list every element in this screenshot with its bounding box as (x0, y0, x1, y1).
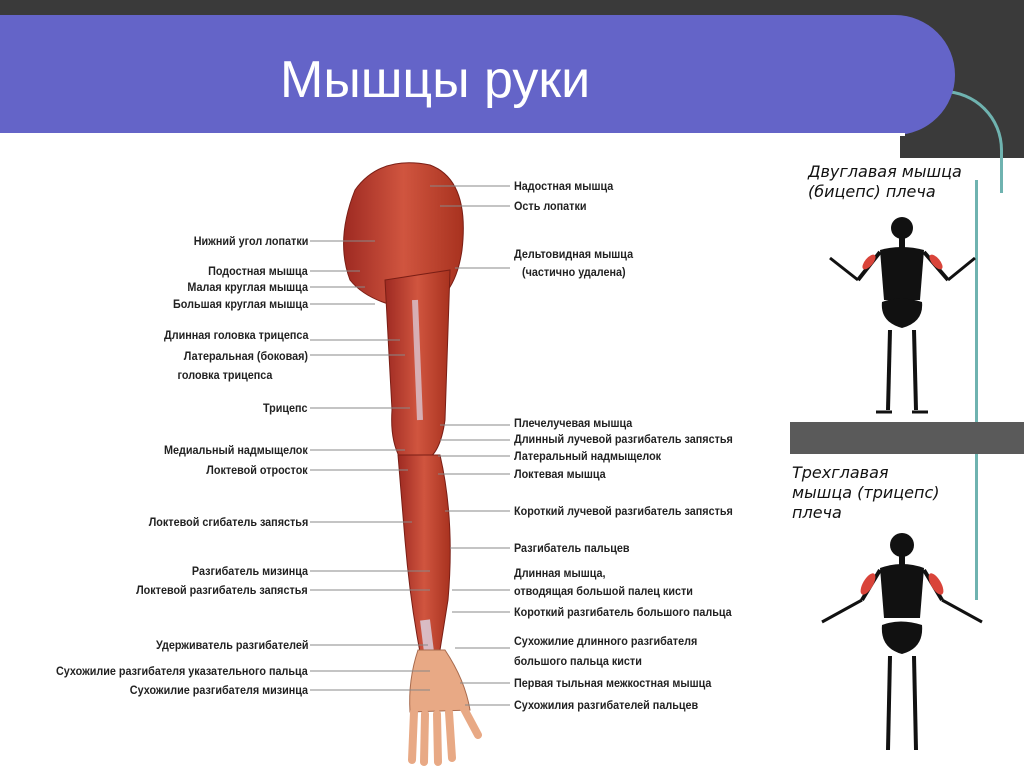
label-right-4: (частично удалена) (522, 265, 626, 279)
label-right-13: Короткий разгибатель большого пальца (514, 605, 732, 619)
label-right-9: Короткий лучевой разгибатель запястья (514, 504, 733, 518)
label-left-12: Разгибатель мизинца (191, 564, 308, 578)
label-left-13: Локтевой разгибатель запястья (136, 583, 308, 597)
label-right-6: Длинный лучевой разгибатель запястья (514, 432, 733, 446)
label-right-8: Локтевая мышца (514, 467, 606, 481)
label-right-16: Первая тыльная межкостная мышца (514, 676, 712, 690)
top-dark-strip (0, 0, 1024, 18)
decorative-line (975, 180, 978, 600)
banner-underline (0, 133, 905, 136)
label-left-1: Нижний угол лопатки (193, 234, 308, 248)
label-right-15: большого пальца кисти (514, 654, 642, 668)
label-left-8: Трицепс (263, 401, 308, 415)
label-right-3: Дельтовидная мышца (514, 247, 634, 261)
label-left-14: Удерживатель разгибателей (155, 638, 308, 652)
label-right-12: отводящая большой палец кисти (514, 584, 693, 598)
label-left-4: Большая круглая мышца (172, 297, 308, 311)
label-right-14: Сухожилие длинного разгибателя (514, 634, 698, 648)
label-left-3: Малая круглая мышца (187, 280, 308, 294)
label-left-16: Сухожилие разгибателя мизинца (129, 683, 308, 697)
triceps-caption: Трехглавая мышца (трицепс) плеча (792, 463, 940, 522)
label-left-10: Локтевой отросток (206, 463, 308, 477)
title-banner (0, 15, 955, 135)
label-left-7: головка трицепса (177, 368, 272, 382)
label-right-5: Плечелучевая мышца (514, 416, 633, 430)
panel-divider (790, 422, 1024, 454)
label-right-17: Сухожилия разгибателей пальцев (514, 698, 699, 712)
label-right-2: Ость лопатки (514, 199, 587, 213)
label-left-15: Сухожилие разгибателя указательного паль… (56, 664, 308, 678)
label-left-9: Медиальный надмыщелок (164, 443, 308, 457)
label-right-10: Разгибатель пальцев (514, 541, 630, 555)
label-left-6: Латеральная (боковая) (183, 349, 308, 363)
label-right-1: Надостная мышца (514, 179, 614, 193)
slide-title: Мышцы руки (280, 51, 591, 109)
label-left-5: Длинная головка трицепса (163, 328, 308, 342)
label-right-7: Латеральный надмыщелок (514, 449, 662, 463)
label-left-2: Подостная мышца (208, 264, 308, 278)
biceps-caption: Двуглавая мышца (бицепс) плеча (808, 162, 962, 201)
skeleton-figure-biceps (829, 217, 976, 414)
skeleton-figure-triceps (821, 533, 983, 751)
label-left-11: Локтевой сгибатель запястья (148, 515, 308, 529)
label-right-11: Длинная мышца, (514, 566, 606, 580)
